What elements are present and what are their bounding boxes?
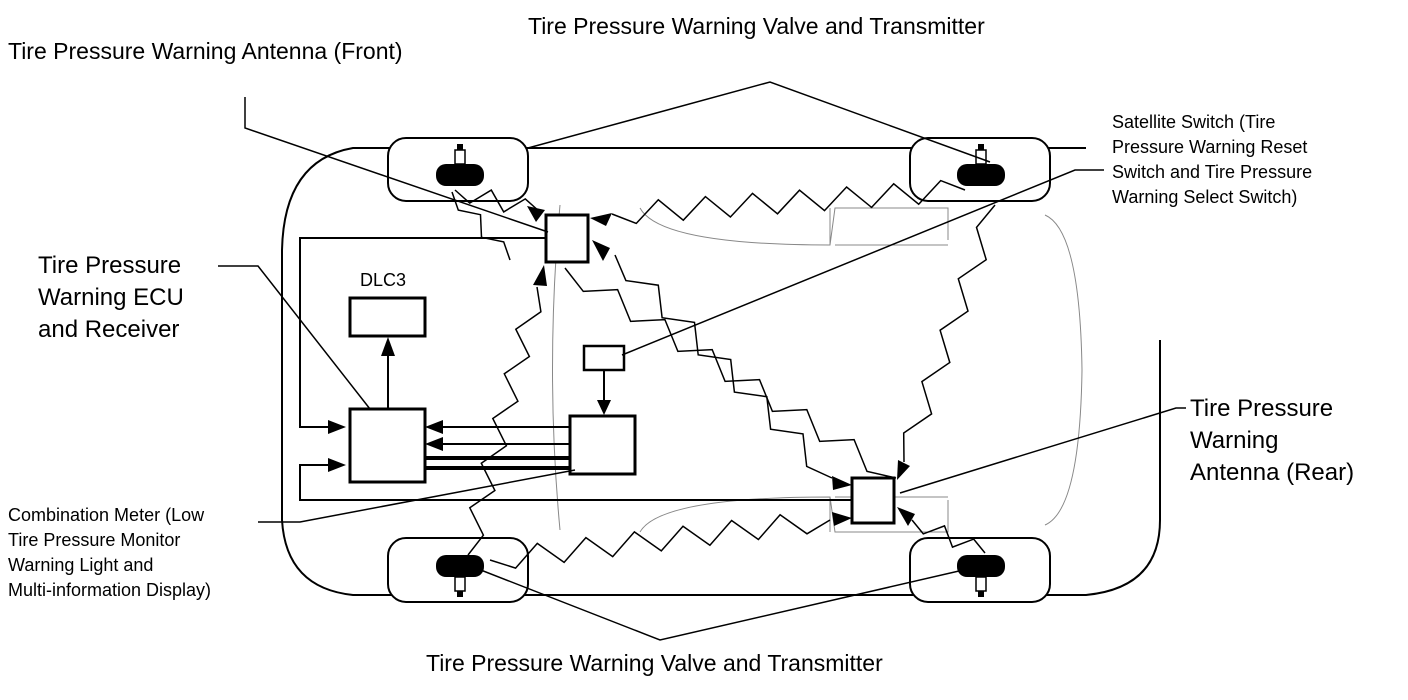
wave-fl-down <box>451 191 511 261</box>
satellite-switch-box <box>582 344 626 372</box>
leader-ecu <box>218 265 371 410</box>
label-dlc3: DLC3 <box>360 270 407 290</box>
radio-wave-paths <box>451 179 996 569</box>
wave-rl-to-rear-antenna <box>489 513 831 569</box>
arrow-wave-front-antenna-diag <box>592 240 610 261</box>
arrow-meter-to-ecu-2 <box>425 437 443 451</box>
leader-valve-bottom <box>467 564 986 641</box>
leader-lines <box>218 81 1186 641</box>
dlc3-box <box>348 296 427 338</box>
arrow-wave-rear-antenna-rear <box>897 507 915 526</box>
arrow-wave-rear-antenna-left <box>832 476 852 490</box>
wave-fl-to-front-antenna <box>454 189 541 213</box>
label-antenna-front: Tire Pressure Warning Antenna (Front) <box>8 38 403 64</box>
leader-antenna-rear <box>899 407 1186 494</box>
label-antenna-rear: Tire Pressure Warning Antenna (Rear) <box>1190 395 1355 486</box>
wave-rl-to-front-antenna <box>467 286 542 556</box>
arrow-to-dlc3 <box>381 337 395 356</box>
rear-antenna-box <box>850 476 896 525</box>
leader-meter <box>258 469 576 523</box>
arrowheads <box>328 206 915 526</box>
arrow-meter-to-ecu-1 <box>425 420 443 434</box>
arrow-wave-rear-antenna-in <box>832 512 852 526</box>
wave-fr-to-rear-antenna <box>902 204 996 463</box>
front-antenna-box <box>544 213 590 264</box>
leader-antenna-front <box>244 97 549 233</box>
arrow-to-meter <box>597 400 611 415</box>
wire-rear-antenna <box>299 464 852 501</box>
label-valve-transmitter-top: Tire Pressure Warning Valve and Transmit… <box>528 13 985 39</box>
tire-front-right-icon <box>957 144 1005 186</box>
tire-rear-left-icon <box>436 555 484 597</box>
wave-front-antenna-to-rear-antenna <box>614 254 833 479</box>
arrow-wave-rear-antenna-down <box>897 460 910 480</box>
ecu-box <box>348 407 427 484</box>
arrow-wave-front-antenna-right <box>590 213 612 226</box>
wiring-harness <box>299 237 852 501</box>
meter-box <box>568 414 637 476</box>
leader-satellite-switch <box>621 169 1104 356</box>
wave-fr-to-front-antenna <box>611 179 966 225</box>
arrow-to-ecu-rear <box>328 458 346 472</box>
label-ecu-receiver: Tire Pressure Warning ECU and Receiver <box>38 252 184 343</box>
label-satellite-switch: Satellite Switch (Tire Pressure Warning … <box>1112 112 1313 207</box>
components <box>348 213 896 525</box>
label-valve-transmitter-bottom: Tire Pressure Warning Valve and Transmit… <box>426 650 883 676</box>
arrow-wave-front-antenna-in <box>527 206 545 222</box>
wave-front-antenna-to-rear-diag <box>564 267 897 479</box>
tire-front-left-icon <box>436 144 484 186</box>
arrow-wave-front-antenna-up <box>533 265 547 286</box>
wire-front-antenna <box>299 237 546 428</box>
cabin-interior-lines <box>552 204 1083 533</box>
leader-valve-top <box>527 81 991 163</box>
wave-rr-to-rear-antenna <box>911 519 986 554</box>
label-combination-meter: Combination Meter (Low Tire Pressure Mon… <box>8 505 212 600</box>
arrow-to-ecu-front <box>328 420 346 434</box>
